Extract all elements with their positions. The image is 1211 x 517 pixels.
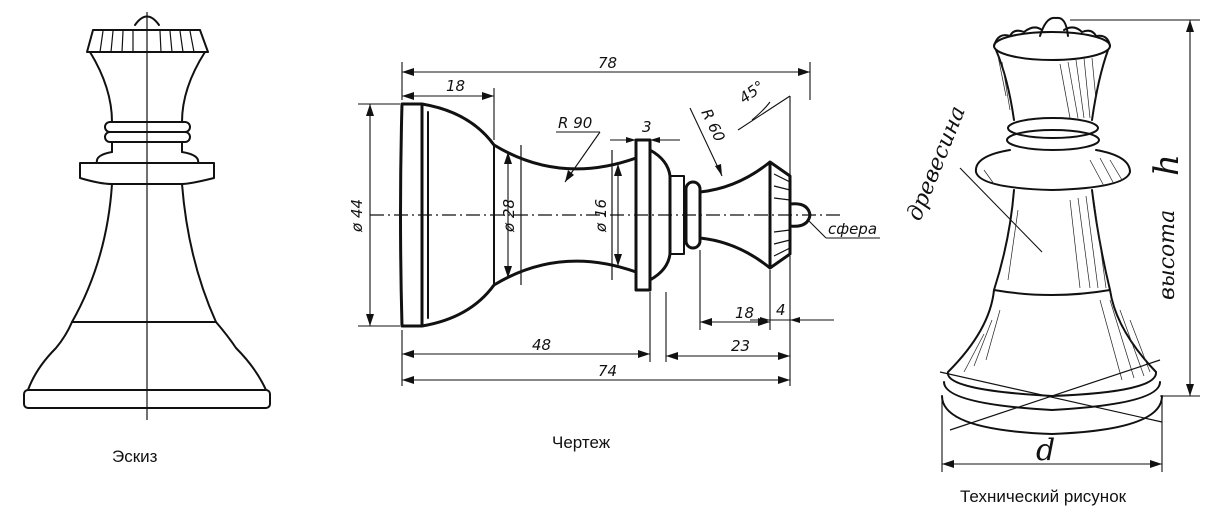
sketch-crown — [86, 29, 209, 53]
technical-caption: Технический рисунок — [960, 487, 1127, 506]
dim-48: 48 — [532, 336, 551, 354]
sketch-collar-lower — [104, 131, 191, 143]
tech-body — [993, 189, 1111, 291]
dim-23: 23 — [731, 337, 750, 355]
tech-d: d — [1036, 433, 1055, 468]
technical-drawing: 78 18 R 90 3 R 60 45° ø 44 ø 28 — [348, 54, 880, 386]
dim-78: 78 — [598, 54, 617, 72]
tech-neck — [995, 49, 1109, 121]
tech-material: древесина — [902, 103, 970, 225]
sketch-body — [71, 183, 217, 323]
dim-d44: ø 44 — [348, 199, 366, 233]
dim-r60: R 60 — [697, 106, 728, 145]
sketch-caption: Эскиз — [112, 447, 158, 466]
tech-neck-shading — [997, 55, 1097, 119]
sketch-neck — [89, 51, 206, 123]
sketch-knob — [134, 15, 160, 26]
tech-body-shading — [1007, 195, 1107, 289]
drawing-body-curve — [493, 143, 637, 287]
technical-picture: высота h d древесина — [902, 16, 1200, 472]
dim-d16: ø 16 — [592, 199, 610, 233]
dim-4: 4 — [776, 301, 786, 319]
tech-height-label: высота — [1155, 210, 1180, 300]
drawing-neck — [699, 160, 771, 270]
tech-crown-top — [993, 31, 1111, 61]
drawing-base-plate — [399, 102, 424, 328]
dim-74: 74 — [598, 362, 617, 380]
tech-disc — [974, 149, 1131, 191]
dim-45: 45° — [736, 77, 768, 107]
tech-knob — [1039, 16, 1069, 37]
dim-d28: ø 28 — [500, 199, 518, 233]
drawing-caption: Чертеж — [552, 433, 611, 452]
dim-3: 3 — [642, 118, 652, 136]
sketch-plinth — [23, 389, 271, 409]
drawing-crown-flutes — [773, 173, 791, 257]
tech-h: h — [1147, 154, 1187, 176]
dim-sphere: сфера — [828, 220, 877, 238]
drawing-base-flare — [421, 102, 496, 328]
dim-18-right: 18 — [735, 304, 754, 322]
dim-18-top: 18 — [446, 77, 465, 95]
drawing-sphere — [789, 202, 812, 228]
dim-r90: R 90 — [558, 114, 592, 132]
sketch-figure — [23, 12, 271, 420]
drawing-ring — [684, 180, 702, 250]
tech-base — [946, 289, 1157, 397]
tech-plinth — [941, 395, 1163, 435]
drawing-crown — [768, 160, 792, 270]
tech-base-shading — [963, 299, 1151, 381]
